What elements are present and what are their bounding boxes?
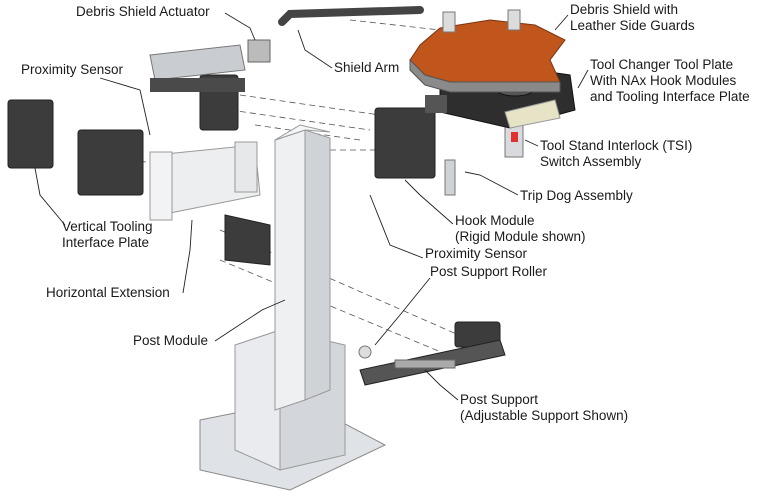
label-line: Leather Side Guards [570, 18, 695, 33]
label-tsi-switch: Tool Stand Interlock (TSI) Switch Assemb… [540, 138, 692, 170]
debris-shield-shape [409, 9, 566, 93]
label-post-support-roller: Post Support Roller [430, 264, 548, 279]
label-line: Tool Stand Interlock (TSI) [540, 138, 693, 153]
horizontal-extension-shape [149, 141, 261, 221]
label-proximity-sensor-bottom: Proximity Sensor [425, 246, 528, 261]
label-debris-shield: Debris Shield with Leather Side Guards [570, 2, 695, 34]
vertical-plate-shapes [7, 74, 501, 348]
label-line: With NAx Hook Modules [590, 73, 737, 88]
label-tool-plate: Tool Changer Tool Plate With NAx Hook Mo… [590, 57, 750, 105]
label-line: (Rigid Module shown) [455, 229, 586, 244]
label-line: Switch Assembly [540, 154, 642, 169]
label-line: Debris Shield with [570, 2, 679, 17]
label-line: Vertical Tooling [62, 219, 153, 234]
label-debris-shield-actuator: Debris Shield Actuator [76, 4, 210, 19]
label-line: Post Support [460, 392, 539, 407]
leader-lines [34, 12, 589, 401]
label-horizontal-extension: Horizontal Extension [46, 285, 170, 300]
label-shield-arm: Shield Arm [334, 60, 400, 75]
label-line: Hook Module [455, 213, 535, 228]
trip-dog-shape [444, 159, 456, 196]
label-trip-dog: Trip Dog Assembly [520, 188, 633, 203]
label-hook-module: Hook Module (Rigid Module shown) [455, 213, 586, 245]
label-line: and Tooling Interface Plate [590, 89, 750, 104]
label-post-module: Post Module [133, 333, 209, 348]
actuator-shape [149, 39, 271, 92]
post-support-shape [358, 339, 506, 386]
post-module-shape [199, 124, 387, 491]
shield-arm-shape [278, 6, 424, 26]
label-line: Tool Changer Tool Plate [590, 57, 734, 72]
label-line: Interface Plate [62, 235, 150, 250]
label-line: (Adjustable Support Shown) [460, 408, 629, 423]
label-vertical-plate: Vertical Tooling Interface Plate [62, 219, 153, 251]
label-post-support: Post Support (Adjustable Support Shown) [460, 392, 628, 424]
label-proximity-sensor-top: Proximity Sensor [21, 62, 124, 77]
